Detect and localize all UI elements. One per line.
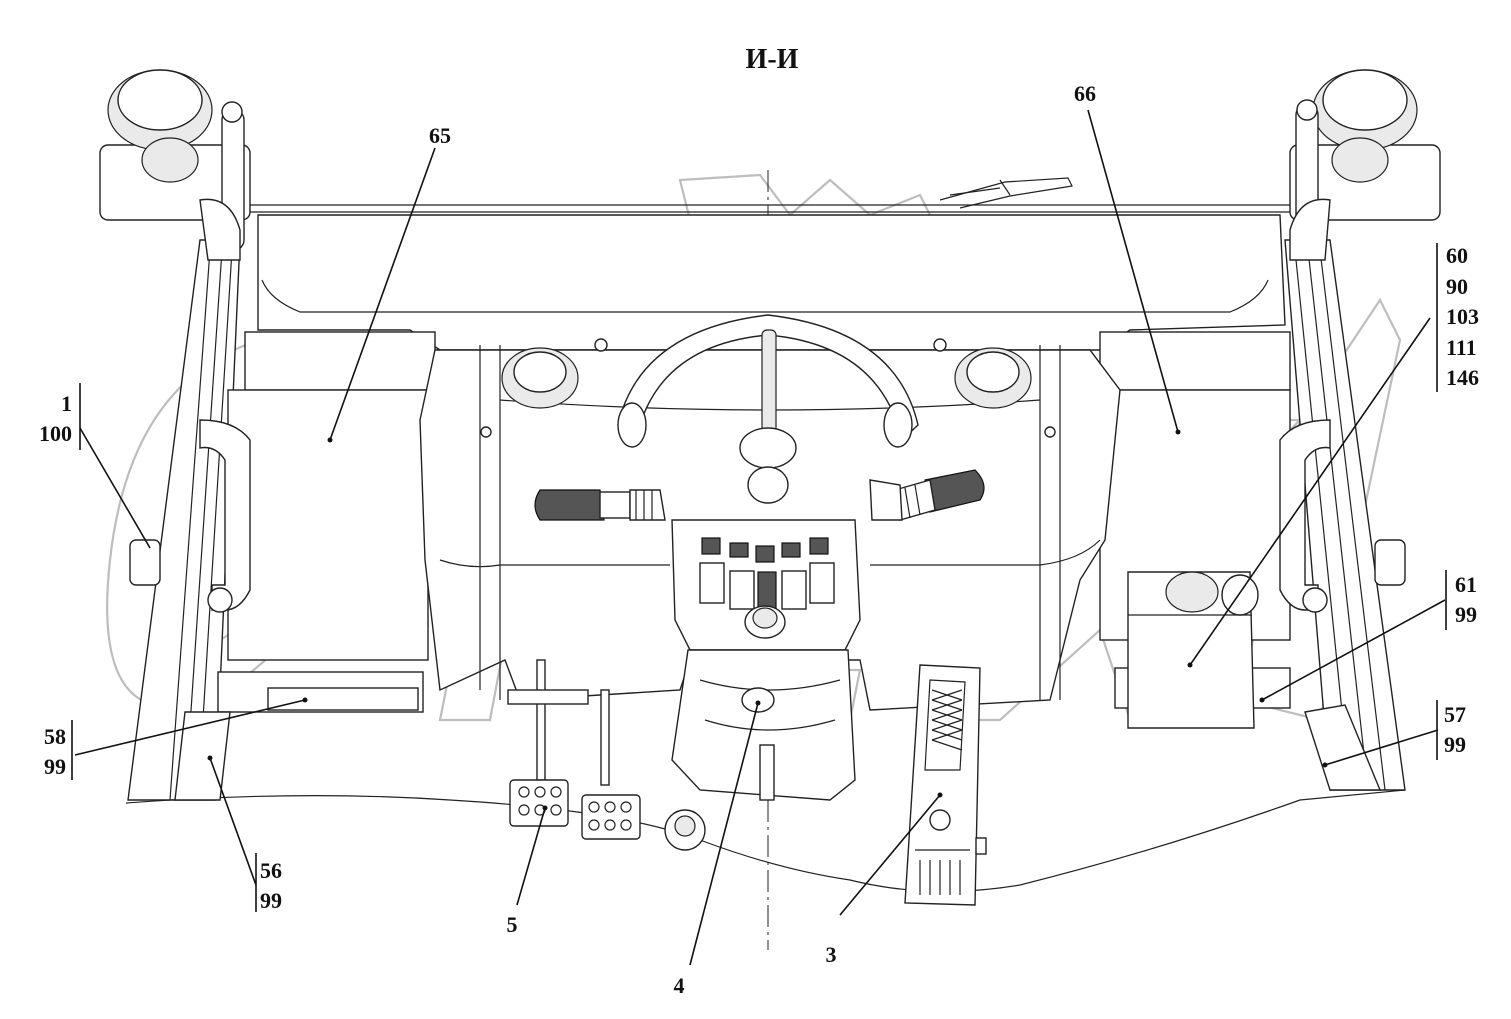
left-mirror: [99, 69, 251, 261]
callout-90: 90: [1446, 274, 1468, 299]
callout-4: 4: [674, 973, 685, 998]
callout-5: 5: [507, 912, 518, 937]
right-mirror: [1289, 69, 1441, 261]
center-switch-panel: [671, 519, 861, 651]
callout-61: 61: [1455, 572, 1477, 597]
callout-labels: 65 66 1 100 60 90 103 111 146 61 99 57 9…: [39, 81, 1479, 998]
callout-57: 57: [1444, 702, 1466, 727]
brake-clutch-pedals: [507, 659, 706, 851]
right-grab-handle: [1279, 419, 1406, 613]
callout-100: 100: [39, 421, 72, 446]
lower-side-panels: [174, 704, 1382, 801]
leader-lines: [74, 109, 1446, 966]
callout-bracket-bars: [71, 243, 1447, 912]
right-reservoir: [1127, 571, 1259, 729]
callout-65: 65: [429, 123, 451, 148]
callout-56: 56: [260, 858, 282, 883]
callout-3: 3: [826, 942, 837, 967]
callout-111: 111: [1446, 335, 1477, 360]
callout-99-right-low: 99: [1444, 732, 1466, 757]
callout-146: 146: [1446, 365, 1479, 390]
callout-99-right-mid: 99: [1455, 602, 1477, 627]
callout-99-left-low: 99: [44, 754, 66, 779]
left-stalk-lever: [534, 489, 666, 521]
callout-99-left-bottom: 99: [260, 888, 282, 913]
callout-1: 1: [61, 391, 72, 416]
callout-58: 58: [44, 724, 66, 749]
accelerator-pedal: [904, 664, 987, 906]
right-stalk-lever: [869, 469, 985, 521]
steering-column-tunnel: [671, 649, 856, 801]
callout-66: 66: [1074, 81, 1096, 106]
steering-wheel: [617, 314, 919, 504]
section-title: И-И: [746, 44, 799, 75]
callout-103: 103: [1446, 304, 1479, 329]
wiper-arms: [939, 177, 1073, 209]
callout-60: 60: [1446, 243, 1468, 268]
